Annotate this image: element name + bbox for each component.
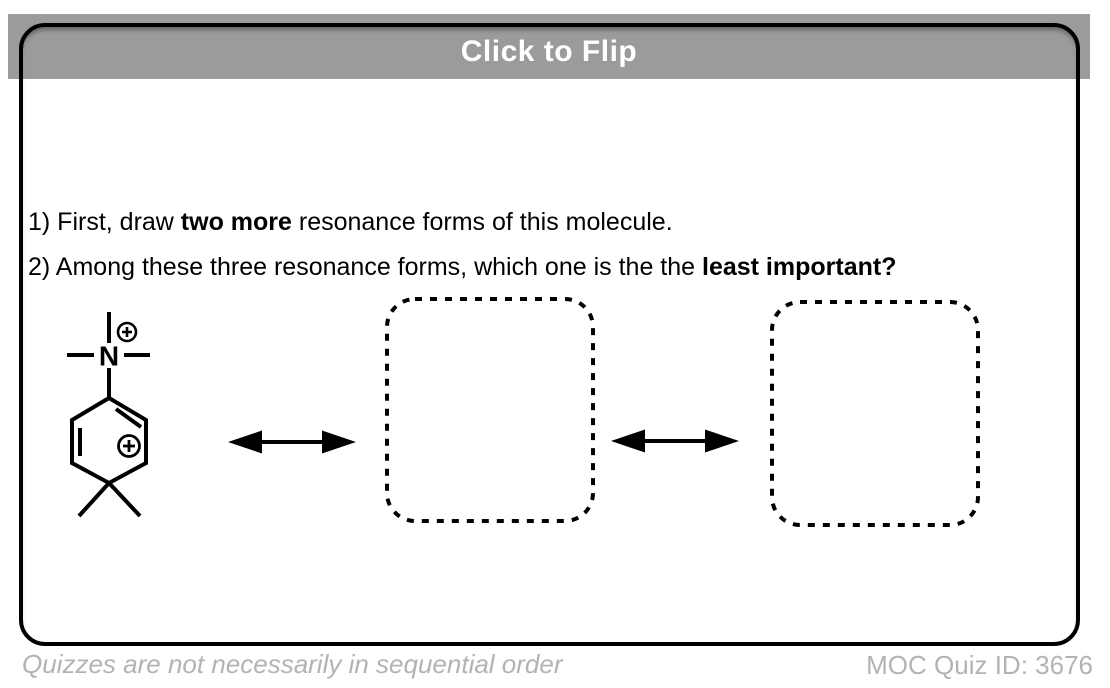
question-2-bold: least important? bbox=[702, 253, 897, 281]
question-1-bold: two more bbox=[180, 208, 292, 236]
flashcard[interactable] bbox=[19, 23, 1080, 646]
quiz-id: MOC Quiz ID: 3676 bbox=[866, 650, 1093, 680]
question-2: 2) Among these three resonance forms, wh… bbox=[28, 253, 896, 282]
question-1-text-end: resonance forms of this molecule. bbox=[291, 208, 673, 236]
question-1-text: 1) First, draw bbox=[28, 208, 181, 236]
question-1: 1) First, draw two more resonance forms … bbox=[28, 208, 673, 237]
footer-note: Quizzes are not necessarily in sequentia… bbox=[22, 649, 563, 679]
question-2-text: 2) Among these three resonance forms, wh… bbox=[28, 253, 702, 281]
flip-header-label[interactable]: Click to Flip bbox=[460, 35, 638, 68]
